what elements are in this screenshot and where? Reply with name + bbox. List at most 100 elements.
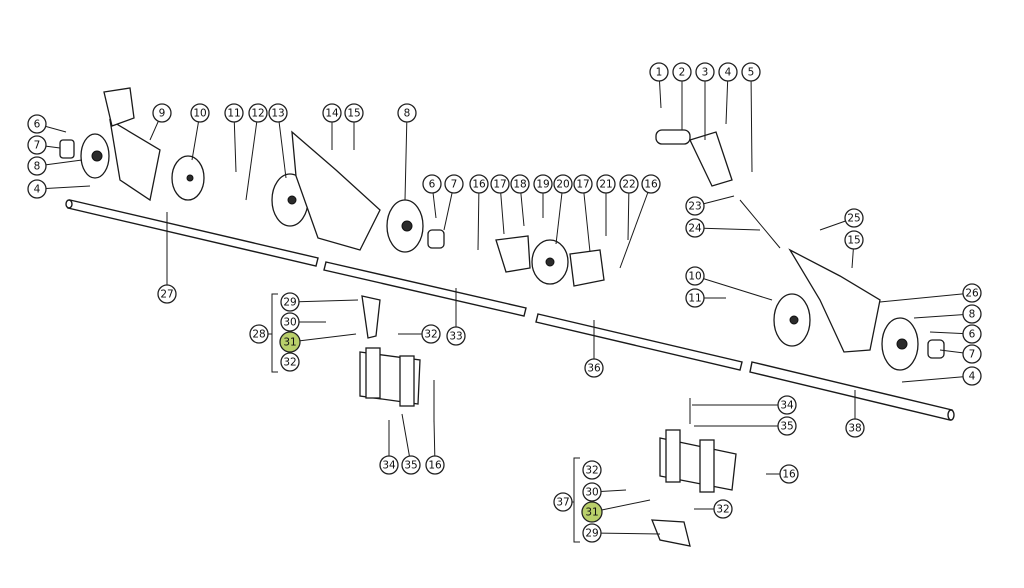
callout-circle <box>280 312 300 332</box>
callout-28[interactable]: 28 <box>249 324 269 344</box>
callout-circle <box>510 174 530 194</box>
callout-17[interactable]: 17 <box>573 174 593 194</box>
callout-number: 10 <box>688 271 701 283</box>
callout-circle <box>962 283 982 303</box>
shaft-38 <box>749 361 955 421</box>
coupling-20 <box>495 235 605 287</box>
callout-11[interactable]: 11 <box>685 288 705 308</box>
callout-number: 31 <box>585 507 598 519</box>
callout-circle <box>401 455 421 475</box>
callout-23[interactable]: 23 <box>685 196 705 216</box>
leader-11 <box>233 112 237 173</box>
callout-35[interactable]: 35 <box>401 455 421 475</box>
leader-5 <box>750 71 753 173</box>
callout-7[interactable]: 7 <box>27 135 47 155</box>
callout-4[interactable]: 4 <box>27 179 47 199</box>
callout-38[interactable]: 38 <box>845 418 865 438</box>
callout-1[interactable]: 1 <box>649 62 669 82</box>
callout-37[interactable]: 37 <box>553 492 573 512</box>
callout-16[interactable]: 16 <box>779 464 799 484</box>
callout-5[interactable]: 5 <box>741 62 761 82</box>
callout-20[interactable]: 20 <box>553 174 573 194</box>
callout-circle <box>280 292 300 312</box>
leader-20 <box>555 183 564 245</box>
callout-8[interactable]: 8 <box>397 103 417 123</box>
callout-4[interactable]: 4 <box>962 366 982 386</box>
callout-32[interactable]: 32 <box>280 352 300 372</box>
callout-29[interactable]: 29 <box>280 292 300 312</box>
callout-32[interactable]: 32 <box>582 460 602 480</box>
callout-2[interactable]: 2 <box>672 62 692 82</box>
callout-number: 13 <box>271 108 284 120</box>
leader-24 <box>694 227 761 231</box>
leader-8 <box>404 112 408 201</box>
callout-number: 37 <box>556 497 569 509</box>
callout-number: 32 <box>283 357 296 369</box>
callout-number: 6 <box>969 329 976 341</box>
callout-circle <box>741 62 761 82</box>
callout-17[interactable]: 17 <box>490 174 510 194</box>
callout-19[interactable]: 19 <box>533 174 553 194</box>
callout-18[interactable]: 18 <box>510 174 530 194</box>
callout-8[interactable]: 8 <box>962 304 982 324</box>
callout-10[interactable]: 10 <box>190 103 210 123</box>
callout-16[interactable]: 16 <box>641 174 661 194</box>
callout-6[interactable]: 6 <box>27 114 47 134</box>
callout-29[interactable]: 29 <box>582 523 602 543</box>
callout-6[interactable]: 6 <box>422 174 442 194</box>
callout-number: 4 <box>725 67 732 79</box>
callout-16[interactable]: 16 <box>425 455 445 475</box>
callout-26[interactable]: 26 <box>962 283 982 303</box>
callout-32[interactable]: 32 <box>421 324 441 344</box>
callout-12[interactable]: 12 <box>248 103 268 123</box>
callout-number: 12 <box>251 108 264 120</box>
callout-31-highlighted[interactable]: 31 <box>279 331 301 353</box>
callout-6[interactable]: 6 <box>962 324 982 344</box>
callout-7[interactable]: 7 <box>962 344 982 364</box>
callout-circle <box>279 331 301 353</box>
callout-15[interactable]: 15 <box>344 103 364 123</box>
callout-15[interactable]: 15 <box>844 230 864 250</box>
callout-25[interactable]: 25 <box>844 208 864 228</box>
callout-13[interactable]: 13 <box>268 103 288 123</box>
callout-14[interactable]: 14 <box>322 103 342 123</box>
callout-circle <box>685 266 705 286</box>
callout-30[interactable]: 30 <box>280 312 300 332</box>
callout-22[interactable]: 22 <box>619 174 639 194</box>
callout-34[interactable]: 34 <box>379 455 399 475</box>
callout-9[interactable]: 9 <box>152 103 172 123</box>
callout-16[interactable]: 16 <box>469 174 489 194</box>
callout-circle <box>533 174 553 194</box>
plate-26 <box>788 248 881 353</box>
callout-circle <box>344 103 364 123</box>
callout-number: 32 <box>424 329 437 341</box>
callout-circle <box>779 464 799 484</box>
callout-32[interactable]: 32 <box>713 499 733 519</box>
callout-34[interactable]: 34 <box>777 395 797 415</box>
callout-circle <box>27 156 47 176</box>
callout-circle <box>649 62 669 82</box>
callout-circle <box>27 114 47 134</box>
callout-circle <box>490 174 510 194</box>
callout-31-highlighted[interactable]: 31 <box>581 501 603 523</box>
callout-33[interactable]: 33 <box>446 326 466 346</box>
callout-30[interactable]: 30 <box>582 482 602 502</box>
callout-circle <box>248 103 268 123</box>
callout-circle <box>695 62 715 82</box>
callout-27[interactable]: 27 <box>157 284 177 304</box>
callout-number: 29 <box>283 297 296 309</box>
callout-10[interactable]: 10 <box>685 266 705 286</box>
callout-number: 10 <box>193 108 206 120</box>
shaft-36 <box>535 313 743 371</box>
callout-number: 25 <box>847 213 860 225</box>
callout-36[interactable]: 36 <box>584 358 604 378</box>
callout-35[interactable]: 35 <box>777 416 797 436</box>
callout-3[interactable]: 3 <box>695 62 715 82</box>
shaft-33 <box>323 261 527 317</box>
callout-7[interactable]: 7 <box>444 174 464 194</box>
callout-8[interactable]: 8 <box>27 156 47 176</box>
callout-11[interactable]: 11 <box>224 103 244 123</box>
callout-24[interactable]: 24 <box>685 218 705 238</box>
callout-4[interactable]: 4 <box>718 62 738 82</box>
callout-21[interactable]: 21 <box>596 174 616 194</box>
